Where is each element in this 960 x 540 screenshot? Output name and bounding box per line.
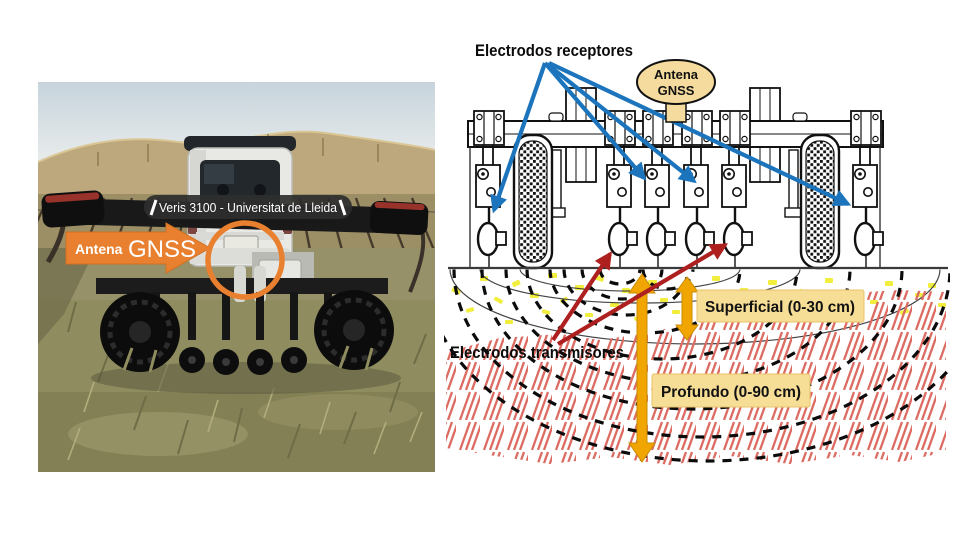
gnss-antenna-highlight-ring <box>205 220 285 300</box>
vineyard-photo: Veris 3100 - Universitat de Lleida <box>38 82 435 472</box>
shallow-label-box: Superficial (0-30 cm) <box>696 289 865 323</box>
transmitters-label: Electrodos transmisores <box>450 343 624 362</box>
shallow-depth-arrow <box>675 276 699 341</box>
electrode-2-transmitter <box>603 109 639 270</box>
veris-banner: Veris 3100 - Universitat de Lleida <box>144 195 352 219</box>
implement-undercarriage <box>91 266 401 394</box>
electrode-5-transmitter <box>718 109 754 270</box>
receiver-arrow-4 <box>548 61 852 206</box>
antenna-oval: Antena GNSS <box>636 59 716 123</box>
receiver-arrow-2 <box>543 61 647 181</box>
antenna-oval-line2: GNSS <box>658 83 695 98</box>
electrode-3-receiver <box>641 109 677 270</box>
schematic-tire-right <box>799 133 841 270</box>
antenna-callout: Antena GNSS <box>65 220 285 300</box>
receiver-arrow-3 <box>545 62 697 184</box>
implement-tires <box>100 290 394 372</box>
receivers-label: Electrodos receptores <box>475 41 633 60</box>
antenna-callout-main: GNSS <box>128 236 196 263</box>
transmitter-arrow-1 <box>551 251 612 342</box>
schematic-tire-left <box>512 133 554 270</box>
depth-arrows <box>628 273 699 463</box>
receiver-arrow-1 <box>490 62 547 214</box>
deep-label: Profundo (0-90 cm) <box>661 384 801 401</box>
electrode-6-receiver <box>849 109 885 270</box>
deep-label-box: Profundo (0-90 cm) <box>651 373 811 408</box>
antenna-callout-prefix: Antena <box>75 241 123 257</box>
antenna-oval-line1: Antena <box>654 67 699 82</box>
transmitter-arrows <box>551 243 729 346</box>
transmitter-arrow-2 <box>556 243 729 346</box>
deep-depth-arrow <box>628 273 656 463</box>
antenna-callout-arrow <box>65 222 212 274</box>
receiver-arrows <box>490 61 852 214</box>
shallow-label: Superficial (0-30 cm) <box>705 299 855 316</box>
veris-banner-label: Veris 3100 - Universitat de Lleida <box>159 201 337 215</box>
